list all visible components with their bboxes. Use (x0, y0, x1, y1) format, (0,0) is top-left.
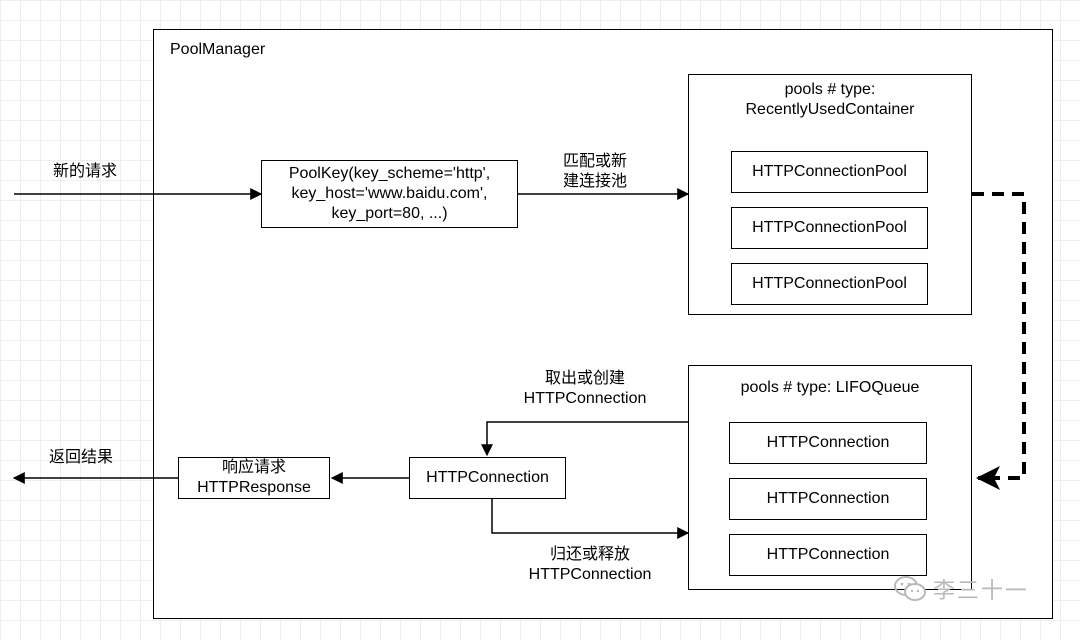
wechat-icon (894, 576, 926, 601)
return-label-line: HTTPConnection (528, 566, 652, 583)
container-title-line: pools # type: (784, 81, 876, 98)
http-response-box: 响应请求 HTTPResponse (178, 457, 330, 499)
connection-pool-item: HTTPConnectionPool (731, 263, 928, 305)
pool-key-line: key_host='www.baidu.com', (291, 185, 488, 202)
connection-pool-item: HTTPConnectionPool (731, 207, 928, 249)
match-or-create-pool-label: 匹配或新 建连接池 (540, 152, 650, 192)
incoming-request-label: 新的请求 (52, 163, 117, 180)
pool-key-line: PoolKey(key_scheme='http', (288, 165, 491, 182)
return-or-release-label: 归还或释放 HTTPConnection (510, 545, 670, 585)
take-or-create-label: 取出或创建 HTTPConnection (505, 369, 665, 409)
pool-manager-title: PoolManager (170, 41, 266, 58)
take-label-line: HTTPConnection (523, 390, 647, 407)
return-result-label: 返回结果 (48, 449, 113, 466)
take-label-line: 取出或创建 (544, 370, 625, 387)
match-label-line: 匹配或新 (562, 153, 627, 170)
watermark-text: 李三十一 (933, 578, 1030, 603)
return-label-line: 归还或释放 (549, 546, 630, 563)
queue-connection-item: HTTPConnection (729, 534, 927, 576)
return-connection-arrow (491, 499, 690, 539)
watermark: 李三十一 (893, 573, 1029, 605)
response-line: 响应请求 (221, 459, 286, 476)
lifo-queue-title: pools # type: LIFOQueue (740, 379, 920, 396)
take-connection-arrow (481, 421, 688, 457)
pool-key-line: key_port=80, ...) (331, 205, 448, 222)
match-label-line: 建连接池 (562, 173, 627, 190)
pool-key-box: PoolKey(key_scheme='http', key_host='www… (261, 160, 518, 228)
connection-pool-item: HTTPConnectionPool (731, 151, 928, 193)
response-line: HTTPResponse (197, 479, 311, 496)
pool-to-queue-dashed-arrow (972, 192, 1026, 490)
queue-connection-item: HTTPConnection (729, 478, 927, 520)
container-title-line: RecentlyUsedContainer (745, 101, 915, 118)
recently-used-container-title: pools # type: RecentlyUsedContainer (688, 80, 972, 120)
queue-connection-item: HTTPConnection (729, 422, 927, 464)
http-connection-box: HTTPConnection (409, 457, 566, 499)
